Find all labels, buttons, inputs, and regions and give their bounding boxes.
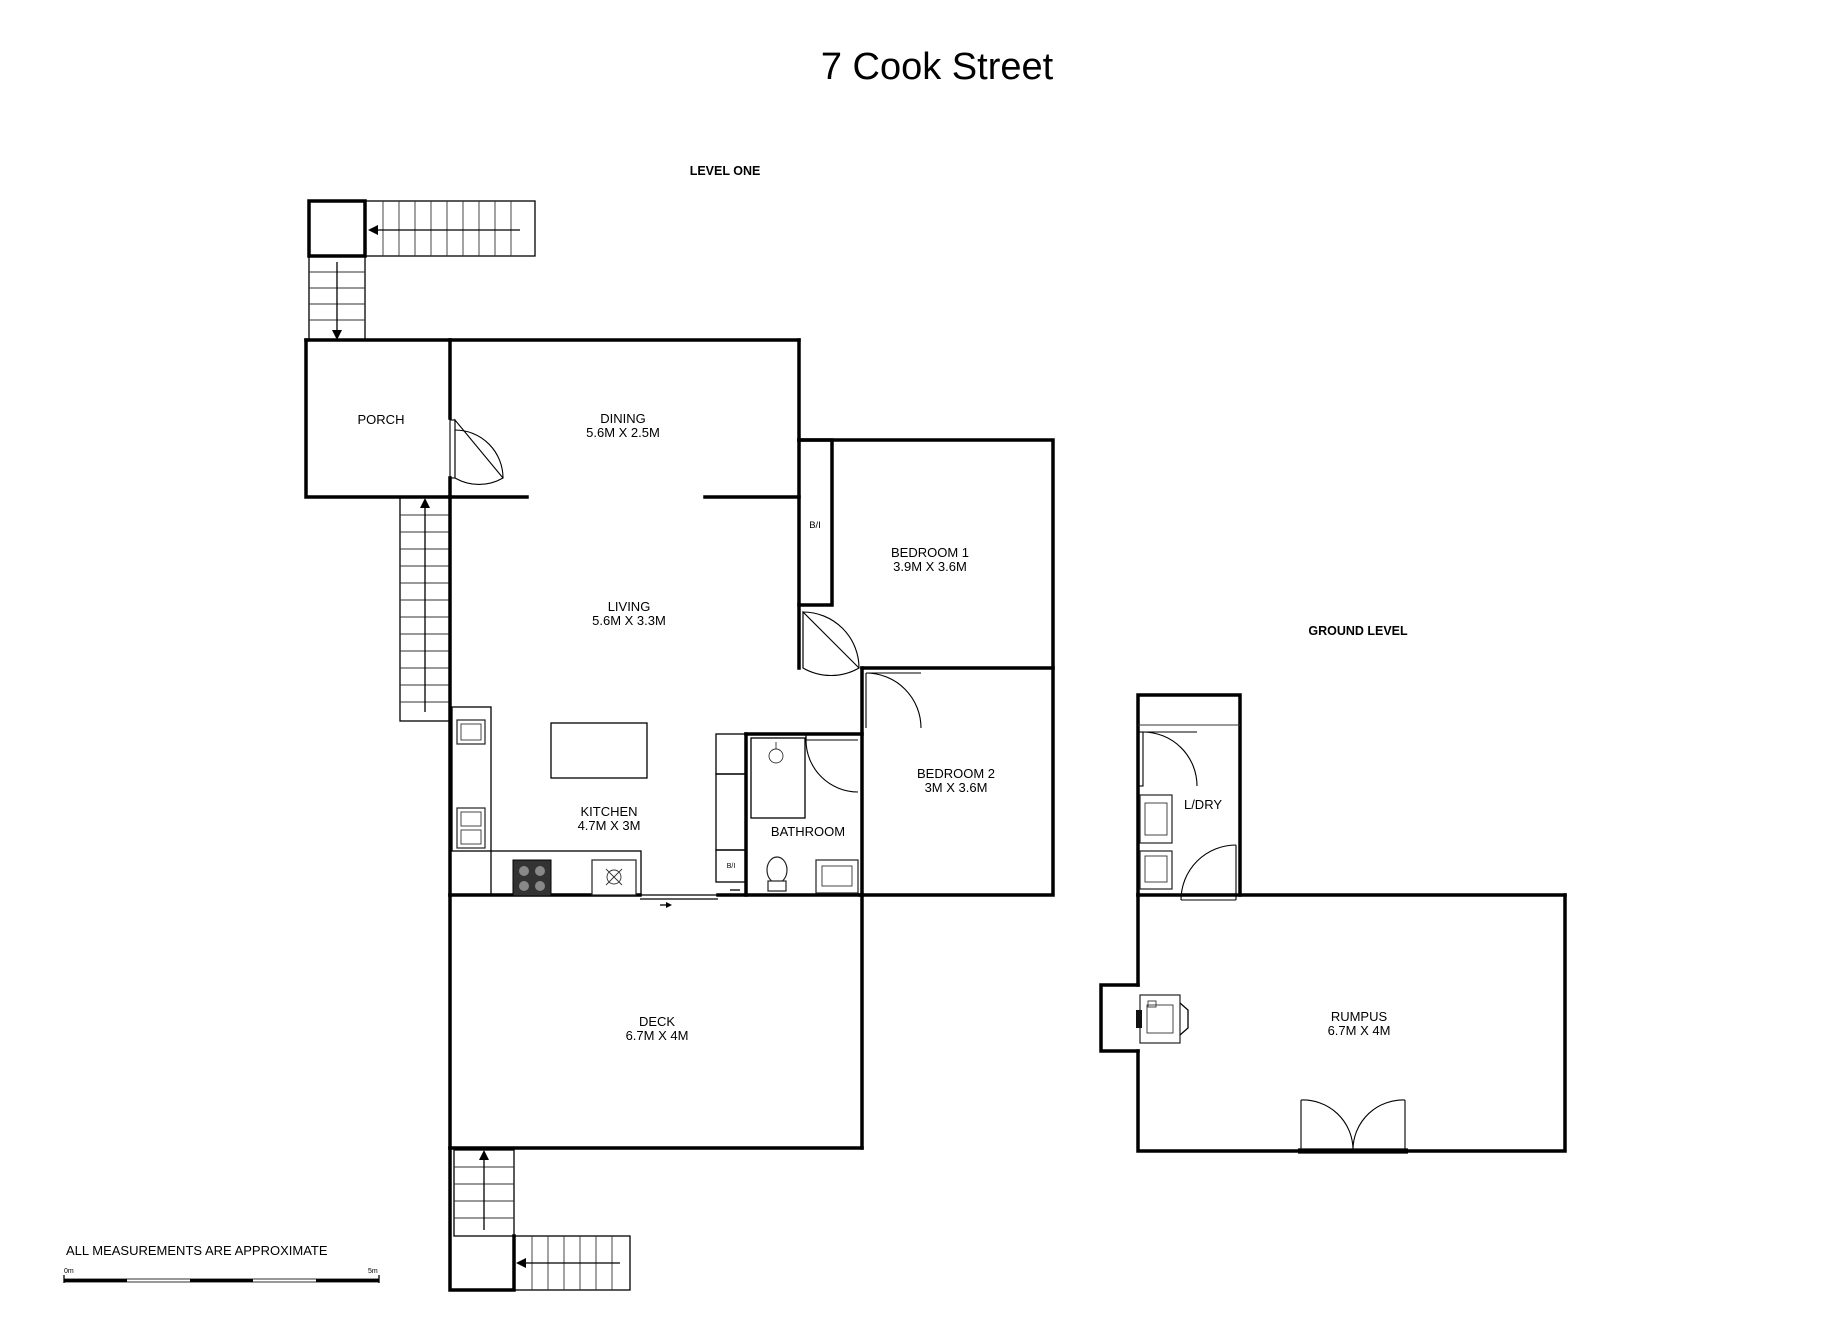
bedroom2-door	[865, 672, 922, 729]
side-stairs	[399, 496, 451, 722]
bedroom2-size: 3M X 3.6M	[925, 780, 988, 795]
rumpus: RUMPUS 6.7M X 4M	[1099, 893, 1567, 1154]
bedroom1-label: BEDROOM 1	[891, 545, 969, 560]
laundry: L/DRY	[1136, 693, 1242, 901]
porch-label: PORCH	[358, 412, 405, 427]
bedroom2-label: BEDROOM 2	[917, 766, 995, 781]
deck-label: DECK	[639, 1014, 675, 1029]
kitchen-benches	[451, 706, 648, 897]
bedroom1-bi-label: B/I	[809, 520, 821, 531]
ground-level-plan: L/DRY RUMPUS 6.7M X 4M	[1099, 693, 1567, 1154]
kitchen-size: 4.7M X 3M	[578, 818, 641, 833]
bathroom-bi-label: B/I	[727, 863, 736, 870]
dining-size: 5.6M X 2.5M	[586, 425, 660, 440]
deck	[448, 893, 864, 1150]
kitchen-label: KITCHEN	[580, 804, 637, 819]
level-one-plan: PORCH	[304, 199, 1055, 1292]
ground-level-label: GROUND LEVEL	[1308, 624, 1408, 638]
bedroom1-door	[802, 610, 860, 677]
porch: PORCH	[304, 338, 504, 499]
living-label: LIVING	[608, 599, 651, 614]
level-one-label: LEVEL ONE	[690, 164, 761, 178]
dining-label: DINING	[600, 411, 646, 426]
page-title: 7 Cook Street	[821, 46, 1054, 88]
scale-end-label: 5m	[368, 1268, 378, 1275]
deck-size: 6.7M X 4M	[626, 1028, 689, 1043]
measurement-note: ALL MEASUREMENTS ARE APPROXIMATE	[66, 1243, 328, 1258]
rumpus-size: 6.7M X 4M	[1328, 1023, 1391, 1038]
bathroom-label: BATHROOM	[771, 824, 845, 839]
deck-sliding-door	[640, 889, 740, 908]
scale-start-label: 0m	[64, 1268, 74, 1275]
living-size: 5.6M X 3.3M	[592, 613, 666, 628]
bedroom1-size: 3.9M X 3.6M	[893, 559, 967, 574]
laundry-label: L/DRY	[1184, 797, 1222, 812]
rumpus-label: RUMPUS	[1331, 1009, 1388, 1024]
upper-entry-stairs	[307, 199, 536, 341]
bathroom: B/I BATHROOM	[715, 732, 864, 897]
lower-deck-stairs	[448, 1146, 631, 1292]
scale-bar: ALL MEASUREMENTS ARE APPROXIMATE 0m 5m	[63, 1243, 380, 1283]
